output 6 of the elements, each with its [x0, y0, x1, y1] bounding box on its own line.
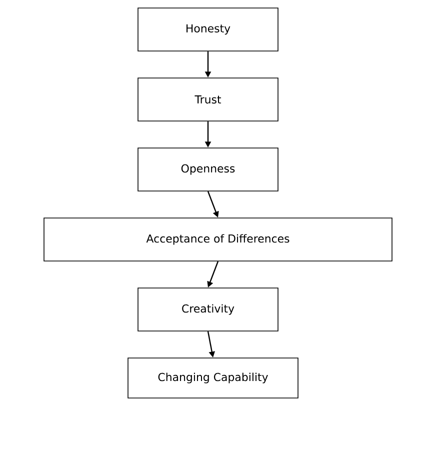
process-box: Openness [138, 148, 278, 192]
process-box: Changing Capability [128, 358, 298, 398]
process-box: Acceptance of Differences [44, 218, 392, 262]
process-box: Trust [138, 78, 278, 122]
process-box: Creativity [138, 288, 278, 332]
process-box: Honesty [138, 8, 278, 52]
